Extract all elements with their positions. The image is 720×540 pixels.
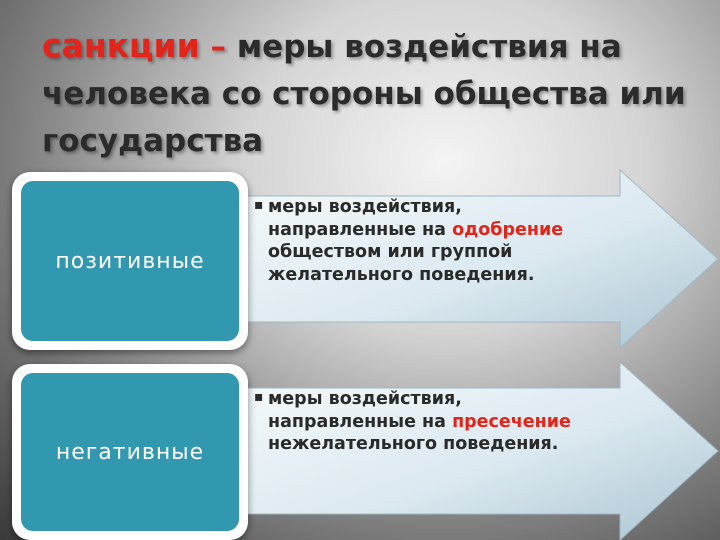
description-line: нежелательного поведения. <box>268 434 559 454</box>
label-negative: негативные <box>55 439 205 465</box>
description-line: направленные на пресечение <box>268 411 614 434</box>
highlight-word: пресечение <box>452 411 571 432</box>
label-positive: позитивные <box>55 248 205 274</box>
bullet-icon: ▪ <box>254 389 264 405</box>
description-positive: ▪ меры воздействия, направленные на одоб… <box>254 196 614 286</box>
arrow-shape-positive <box>239 168 719 350</box>
label-box-positive: позитивные <box>12 172 248 350</box>
description-line: меры воздействия, <box>268 197 462 217</box>
title-definition: меры воздействия на человека со стороны … <box>42 29 686 159</box>
description-line-prefix: направленные на <box>268 219 446 240</box>
title-keyword: санкции <box>42 26 200 65</box>
label-box-negative: негативные <box>12 364 248 540</box>
label-box-positive-inner: позитивные <box>21 181 239 341</box>
highlight-word: одобрение <box>452 219 564 240</box>
description-line: желательного поведения. <box>268 264 535 285</box>
slide-title: санкции – меры воздействия на человека с… <box>42 22 702 165</box>
description-line: направленные на одобрение <box>268 219 614 242</box>
bullet-icon: ▪ <box>254 197 264 213</box>
title-dash: – <box>210 29 227 65</box>
arrow-shape-negative <box>239 360 719 540</box>
description-line: меры воздействия, <box>268 389 462 409</box>
description-negative: ▪ меры воздействия, направленные на прес… <box>254 388 614 456</box>
label-box-negative-inner: негативные <box>21 373 239 531</box>
description-line-prefix: направленные на <box>268 411 446 432</box>
description-line: обществом или группой <box>268 242 513 262</box>
